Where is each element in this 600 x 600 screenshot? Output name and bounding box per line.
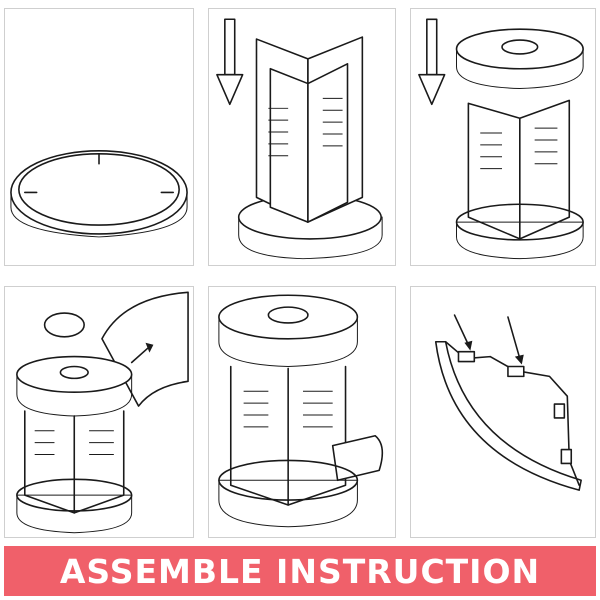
curved-panel (331, 434, 384, 482)
curved-panel (434, 340, 582, 491)
arrow-icon (453, 314, 473, 351)
panel-clips-illustration (434, 314, 582, 491)
arrow-icon (130, 342, 154, 364)
insert-dividers-illustration (216, 18, 383, 260)
clip (507, 365, 525, 378)
ring-detail (43, 312, 85, 338)
title-banner: ASSEMBLE INSTRUCTION (4, 546, 596, 596)
insert-panels-illustration (218, 294, 384, 528)
step-3-panel (410, 8, 596, 266)
assembled-organizer-illustration (16, 291, 189, 534)
step-2-panel (208, 8, 396, 266)
step-6-panel (410, 286, 596, 538)
arrow-down-icon (418, 18, 446, 106)
base-tray-illustration (10, 150, 188, 238)
step-5-panel (208, 286, 396, 538)
banner-title: ASSEMBLE INSTRUCTION (59, 551, 541, 591)
clip (553, 403, 566, 419)
clip (560, 448, 573, 465)
arrow-down-icon (216, 18, 244, 106)
step-1-panel (4, 8, 194, 266)
clip (457, 350, 476, 363)
attach-top-tray-illustration (418, 18, 584, 260)
step-4-panel (4, 286, 194, 538)
arrow-icon (507, 316, 524, 365)
